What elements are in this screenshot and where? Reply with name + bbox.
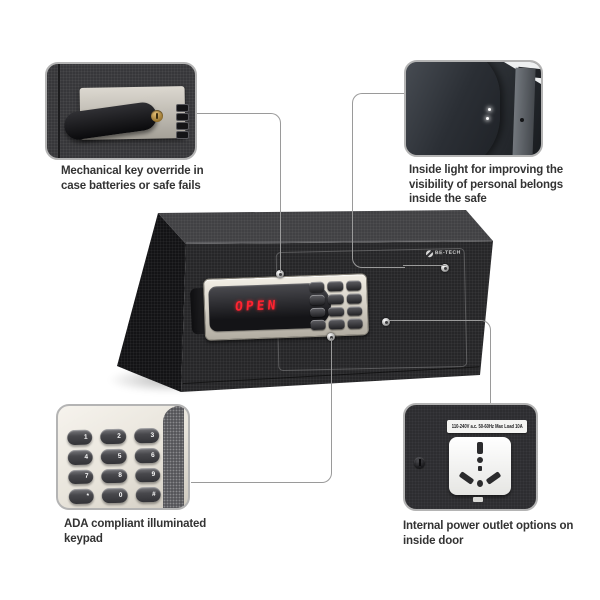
ada-keypad-button: 2 [100,428,127,445]
socket-slot [477,442,483,454]
outlet-screw [414,457,425,468]
connector-line-ada-keypad [191,338,332,483]
keyhole [151,110,163,122]
screw [441,264,449,272]
door-seam-line [58,64,60,158]
outlet-rating-label: 110-240V a.c. 50-60Hz Max Load 10A [447,420,527,433]
safe-keypad-button [346,305,363,317]
brand-text: BE-TECH [434,249,461,257]
safe-control-panel: OPEN [202,273,370,341]
caption-inside-light: Inside light for improving the visibilit… [409,164,563,206]
caption-ada-keypad: ADA compliant illuminated keypad [64,518,207,545]
interior-light-led [488,108,491,111]
display-text: OPEN [234,298,279,315]
be-tech-logo-icon [425,249,434,257]
socket-slot [485,471,502,485]
interior-light-led [486,117,489,120]
safe-keypad-button [327,293,344,305]
connector-line-inside-light [352,93,405,268]
safe-keypad-button [345,280,362,291]
ada-keypad-button: 0 [101,487,128,504]
callout-image-inside-light [404,60,543,157]
connector-line-power-outlet [389,320,491,405]
caption-power-outlet: Internal power outlet options on inside … [403,520,574,547]
hinge-slot [176,104,189,112]
socket-slot [458,471,475,485]
safe-keypad [309,280,363,331]
callout-image-power-outlet: 110-240V a.c. 50-60Hz Max Load 10A [403,403,538,511]
open-door-panel [406,62,500,155]
callout-image-key-override [45,62,197,160]
screw [382,318,390,326]
socket-slot [477,457,483,463]
ada-keypad-button: # [135,487,161,503]
safe-keypad-button [328,319,345,330]
safe-keypad-button [347,318,363,329]
interior-hole [520,118,524,122]
hinge-slot [176,122,189,130]
outlet-rating-text: 110-240V a.c. 50-60Hz Max Load 10A [451,423,523,430]
door-texture-strip [163,406,184,508]
safe-keypad-button [327,281,344,292]
ada-keypad-button: 8 [101,468,128,484]
connector-line-inside-light-end [403,264,446,266]
screw [276,270,284,278]
callout-image-ada-keypad: 1 2 3 4 5 6 7 8 9 * 0 # [56,404,190,510]
safe-keypad-button [309,294,326,305]
safe-keypad-button [310,307,326,318]
hinge-slot [176,131,189,139]
screw [327,333,335,341]
ada-keypad: 1 2 3 4 5 6 7 8 9 * 0 # [67,427,161,505]
universal-power-socket [449,437,511,495]
ada-keypad-button: 3 [133,427,160,444]
safe-interior-wall [512,67,536,155]
safe-keypad-button [328,306,345,317]
ada-keypad-button: 5 [100,448,127,464]
ada-keypad-button: 7 [68,469,94,485]
safe-keypad-button [309,281,325,292]
hinge-slot [176,113,189,121]
safe-keypad-button [346,293,362,304]
safe-keypad-button [310,319,327,331]
socket-slot [478,466,482,471]
ada-keypad-button: 6 [134,447,160,463]
ada-keypad-button: 4 [67,449,94,465]
caption-key-override: Mechanical key override in case batterie… [61,165,204,192]
be-tech-logo: BE-TECH [425,248,461,259]
connector-line-key-override [196,113,281,272]
outlet-tab [473,497,483,502]
socket-slot [477,480,483,487]
ada-keypad-button: 9 [134,467,161,483]
ada-keypad-button: 1 [67,429,93,445]
ada-keypad-button: * [68,488,95,505]
